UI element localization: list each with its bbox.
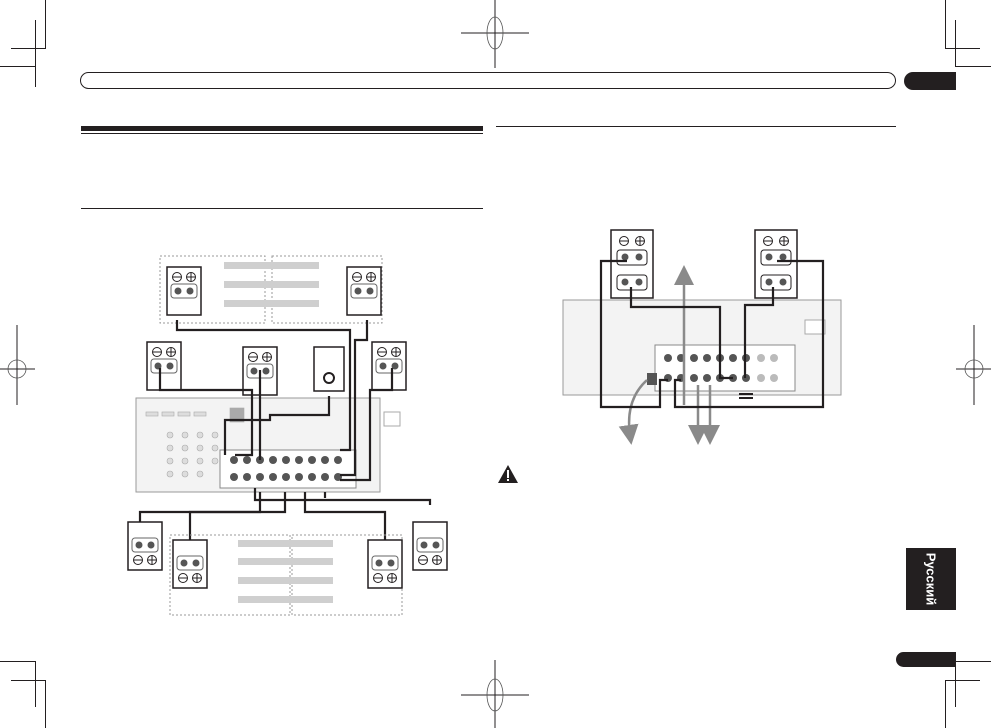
crop-mark bbox=[945, 680, 980, 681]
crop-mark bbox=[955, 661, 956, 707]
crop-mark bbox=[45, 0, 46, 49]
crop-mark bbox=[955, 661, 991, 662]
section-heading-rule-thin bbox=[81, 133, 483, 134]
speaker-front-right-biamp bbox=[754, 229, 798, 299]
speaker-surround-back-left bbox=[172, 539, 208, 589]
crop-mark bbox=[35, 20, 36, 87]
crop-mark bbox=[45, 680, 46, 728]
registration-mark-bottom bbox=[461, 660, 529, 728]
warning-triangle-icon bbox=[498, 465, 518, 483]
crop-mark bbox=[11, 48, 46, 49]
speaker-front-left bbox=[146, 341, 182, 391]
speaker-connection-diagram bbox=[127, 255, 448, 616]
registration-mark-top bbox=[461, 0, 529, 68]
speaker-front-height-right bbox=[346, 266, 382, 316]
registration-mark-left bbox=[0, 325, 35, 405]
subsection-rule bbox=[81, 208, 483, 209]
header-bar bbox=[80, 72, 896, 89]
chapter-number-tab bbox=[904, 72, 956, 90]
crop-mark bbox=[945, 0, 946, 49]
bi-amp-connection-diagram bbox=[562, 229, 842, 445]
subwoofer bbox=[313, 346, 345, 392]
crop-mark bbox=[11, 680, 46, 681]
speaker-front-right bbox=[371, 341, 407, 391]
page-number-tab bbox=[896, 652, 956, 667]
right-section-rule bbox=[496, 126, 896, 127]
section-heading-rule bbox=[81, 126, 483, 131]
crop-mark bbox=[0, 66, 36, 67]
crop-mark bbox=[945, 680, 946, 728]
crop-mark bbox=[945, 48, 980, 49]
language-tab: Русский bbox=[906, 548, 956, 610]
crop-mark bbox=[955, 66, 991, 67]
speaker-front-height-left bbox=[166, 266, 202, 316]
speaker-surround-left bbox=[127, 521, 163, 571]
language-tab-label: Русский bbox=[923, 552, 939, 606]
speaker-surround-right bbox=[412, 521, 448, 571]
crop-mark bbox=[955, 20, 956, 67]
speaker-surround-back-right bbox=[367, 539, 403, 589]
crop-mark bbox=[0, 661, 36, 662]
registration-mark-right bbox=[956, 325, 991, 405]
crop-mark bbox=[35, 661, 36, 707]
